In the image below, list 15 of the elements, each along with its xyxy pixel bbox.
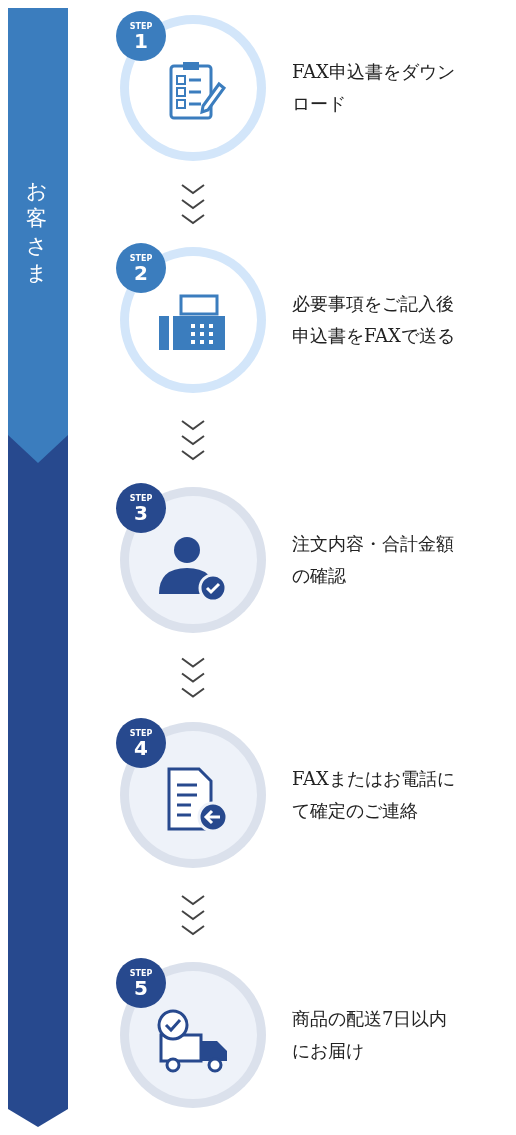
step-badge: STEP 3 [116,483,166,533]
step-description: 注文内容・合計金額の確認 [292,531,455,588]
chevron-arrow [181,184,205,225]
step-description: FAX申込書をダウンロード [292,59,456,116]
chevron-arrow [181,895,205,936]
step-badge: STEP 5 [116,958,166,1008]
step-badge: STEP 1 [116,11,166,61]
step-description: 必要事項をご記入後申込書をFAXで送る [292,291,456,348]
chevron-arrow [181,657,205,698]
step-description: FAXまたはお電話にて確定のご連絡 [292,766,456,823]
step-badge: STEP 2 [116,243,166,293]
step-description: 商品の配送7日以内にお届け [292,1006,449,1063]
chevron-arrow [181,420,205,461]
lane-label: お客さま [26,178,47,287]
step-badge: STEP 4 [116,718,166,768]
